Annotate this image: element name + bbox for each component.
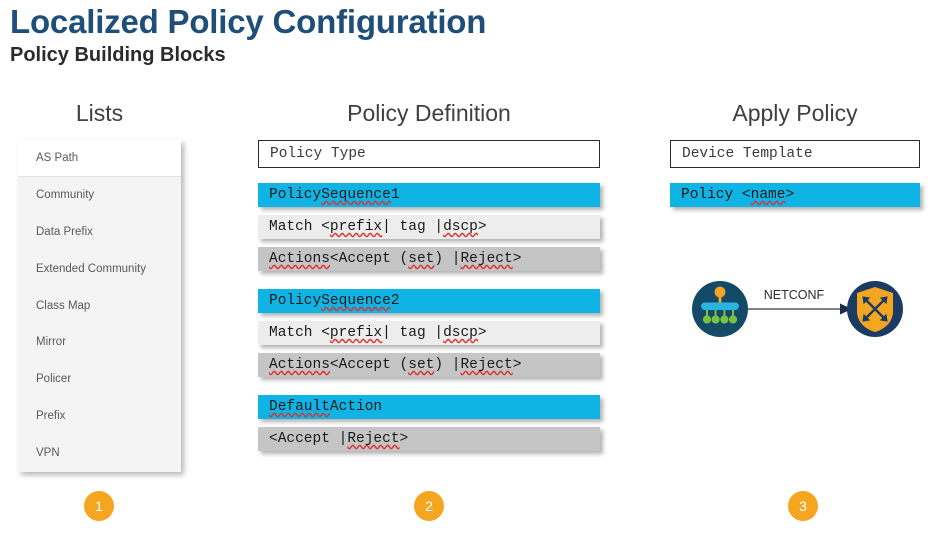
policy-sequence-1-header[interactable]: Policy Sequence 1 — [258, 183, 600, 207]
column-heading-lists: Lists — [75, 100, 124, 126]
seq2-prefix: Policy — [269, 293, 322, 309]
default-action-value[interactable]: <Accept | Reject> — [258, 427, 600, 451]
netconf-label: NETCONF — [764, 288, 825, 302]
policy-type-box[interactable]: Policy Type — [258, 140, 600, 168]
match2-b: | tag | — [382, 325, 444, 341]
default-value-reject-token: Reject — [347, 431, 400, 447]
actions1-a: <Accept ( — [329, 251, 409, 267]
actions2-a: <Accept ( — [329, 357, 409, 373]
list-item[interactable]: AS Path — [18, 140, 181, 177]
default-action-header[interactable]: Default Action — [258, 395, 600, 419]
actions1-c: > — [512, 251, 522, 267]
seq1-prefix: Policy — [269, 187, 322, 203]
netconf-arrow — [748, 303, 852, 315]
list-item[interactable]: Mirror — [36, 336, 67, 349]
policy-name-a: Policy < — [681, 187, 751, 203]
match1-a: Match < — [269, 219, 330, 235]
seq1-number: 1 — [390, 187, 400, 203]
match1-dscp-token: dscp — [443, 219, 478, 235]
page-title: Localized Policy Configuration — [10, 3, 487, 40]
list-item[interactable]: Data Prefix — [36, 225, 93, 238]
default-value-a: <Accept | — [269, 431, 348, 447]
match2-a: Match < — [269, 325, 330, 341]
policy-name-b: > — [785, 187, 795, 203]
seq2-keyword: Sequence — [321, 293, 391, 309]
match2-c: > — [477, 325, 487, 341]
actions2-reject-token: Reject — [460, 357, 513, 373]
actions1-b: ) | — [434, 251, 461, 267]
actions2-keyword: Actions — [269, 357, 330, 373]
policy-sequence-2-header[interactable]: Policy Sequence 2 — [258, 289, 600, 313]
list-item[interactable]: Community — [36, 188, 95, 201]
device-template-box[interactable]: Device Template — [670, 140, 920, 168]
lists-panel: AS Path Community Data Prefix Extended C… — [18, 140, 181, 472]
policy-name-token: name — [750, 187, 786, 203]
default-value-b: > — [399, 431, 409, 447]
seq1-keyword: Sequence — [321, 187, 391, 203]
network-controller-icon — [692, 281, 748, 337]
list-item[interactable]: VPN — [36, 447, 60, 460]
list-item[interactable]: Class Map — [36, 299, 91, 312]
list-item[interactable]: Policer — [36, 373, 72, 386]
actions1-keyword: Actions — [269, 251, 330, 267]
column-heading-policy-definition: Policy Definition — [347, 100, 511, 126]
match1-b: | tag | — [382, 219, 444, 235]
policy-sequence-2-actions[interactable]: Actions <Accept (set) | Reject> — [258, 353, 600, 377]
column-heading-apply-policy: Apply Policy — [732, 100, 858, 126]
seq2-number: 2 — [390, 293, 400, 309]
policy-sequence-1-actions[interactable]: Actions <Accept (set) | Reject> — [258, 247, 600, 271]
security-shield-router-icon — [847, 281, 903, 337]
actions1-reject-token: Reject — [460, 251, 513, 267]
actions2-c: > — [512, 357, 522, 373]
default-keyword: Default — [269, 399, 330, 415]
match1-c: > — [477, 219, 487, 235]
match2-dscp-token: dscp — [443, 325, 478, 341]
list-item[interactable]: Prefix — [36, 410, 66, 423]
actions1-set-token: set — [408, 251, 435, 267]
apply-policy-name-bar[interactable]: Policy <name> — [670, 183, 920, 207]
actions2-set-token: set — [408, 357, 435, 373]
policy-sequence-2-match[interactable]: Match <prefix | tag | dscp> — [258, 321, 600, 345]
actions2-b: ) | — [434, 357, 461, 373]
page-subtitle: Policy Building Blocks — [10, 44, 226, 66]
netconf-diagram: NETCONF — [690, 273, 910, 345]
step-badge-3: 3 — [788, 491, 818, 521]
step-badge-1: 1 — [84, 491, 114, 521]
step-badge-2: 2 — [414, 491, 444, 521]
policy-sequence-1-match[interactable]: Match <prefix | tag | dscp> — [258, 215, 600, 239]
list-item[interactable]: Extended Community — [36, 262, 146, 275]
match1-prefix-token: prefix — [329, 219, 383, 235]
default-suffix: Action — [329, 399, 383, 415]
match2-prefix-token: prefix — [329, 325, 383, 341]
